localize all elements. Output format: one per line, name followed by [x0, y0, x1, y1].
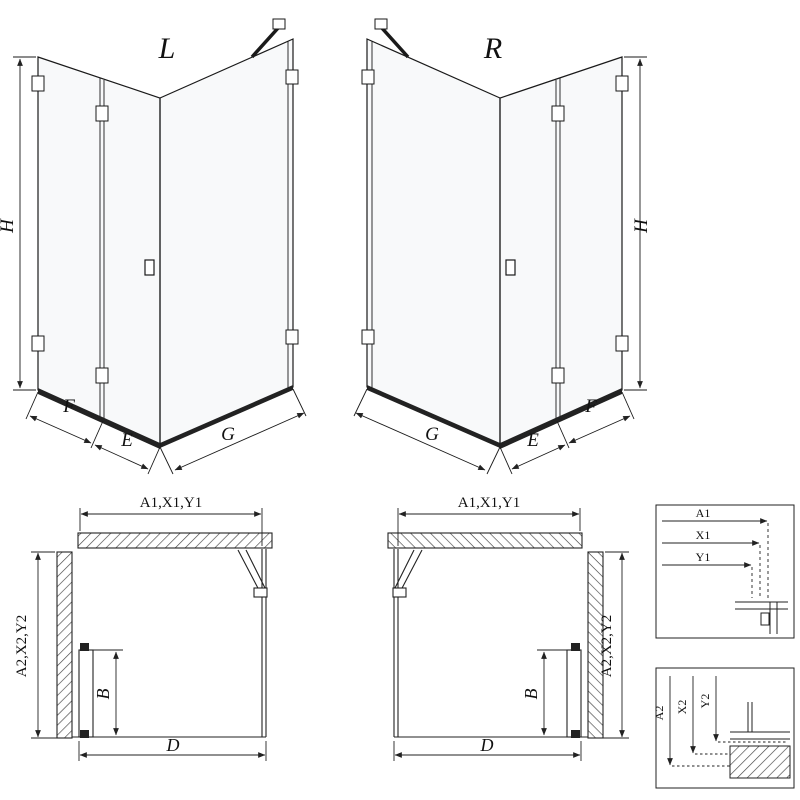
plan-dim-bottom-left: D [166, 735, 180, 755]
plan-dim-bottom-right: D [480, 735, 494, 755]
detail-box-top: A1 X1 Y1 [655, 504, 795, 639]
plan-geometry-left [31, 508, 272, 761]
detail-dim-x1: X1 [696, 528, 711, 542]
plan-dim-door-left: B [93, 689, 113, 700]
iso-view-right: R H F E G [354, 19, 652, 474]
detail-dim-a2: A2 [652, 706, 666, 721]
plan-dim-door-right: B [521, 689, 541, 700]
iso-view-left: L H F E G [0, 19, 306, 474]
iso-geometry-right [354, 19, 647, 474]
detail-dim-x2: X2 [675, 700, 689, 715]
dim-label-side-left: G [221, 424, 235, 445]
plan-dim-side-right: A2,X2,Y2 [599, 615, 615, 678]
dim-label-height-right: H [631, 218, 652, 234]
detail-box-bottom: A2 X2 Y2 [652, 667, 795, 789]
dim-label-fixed-right: F [584, 396, 597, 417]
dim-label-door-left: E [120, 430, 133, 451]
plan-view-left: A1,X1,Y1 A2,X2,Y2 B D [14, 495, 272, 761]
dim-label-fixed-left: F [62, 396, 75, 417]
plan-dim-side-left: A2,X2,Y2 [14, 615, 30, 678]
dim-label-door-right: E [526, 430, 539, 451]
dim-label-height-left: H [0, 218, 18, 234]
variant-label-left: L [158, 32, 176, 65]
plan-geometry-right [388, 508, 629, 761]
variant-label-right: R [483, 32, 502, 65]
detail-dim-y2: Y2 [698, 694, 712, 709]
plan-dim-top-right: A1,X1,Y1 [458, 495, 521, 511]
detail-dim-a1: A1 [696, 506, 711, 520]
plan-dim-top-left: A1,X1,Y1 [140, 495, 203, 511]
detail-dim-y1: Y1 [696, 550, 711, 564]
iso-geometry-left [13, 19, 306, 474]
dim-label-side-right: G [425, 424, 439, 445]
plan-view-right: A1,X1,Y1 A2,X2,Y2 B D [388, 495, 629, 761]
